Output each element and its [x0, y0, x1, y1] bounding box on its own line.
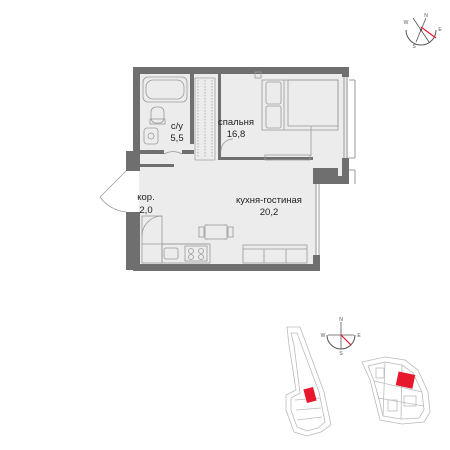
compass-top: N E S W [404, 13, 443, 50]
bedroom-area: 16,8 [227, 129, 246, 140]
walls [126, 67, 349, 271]
toilet [150, 106, 165, 124]
dining-table [204, 224, 228, 240]
compass-key-west: W [321, 333, 326, 339]
highlighted-unit-left [303, 386, 317, 404]
building-outline-right [361, 356, 431, 425]
compass-top-west: W [404, 20, 409, 26]
compass-key-south: S [339, 351, 343, 357]
dining-set [198, 224, 234, 240]
windows [315, 77, 356, 255]
apartment-plan: с/у 5,5 спальня 16,8 кор. 2,0 кухня-гост… [99, 67, 356, 271]
compass-top-north: N [424, 13, 428, 19]
bedroom-furniture [220, 71, 339, 161]
living-area: 20,2 [260, 207, 279, 218]
nightstand-1 [254, 71, 262, 79]
washbasin [143, 127, 159, 145]
compass-top-south: S [412, 44, 416, 50]
wardrobe [194, 77, 216, 161]
kitchen-units [141, 215, 211, 264]
corridor-name: кор. [137, 192, 154, 203]
compass-key-east: E [357, 333, 361, 339]
sink [163, 247, 179, 260]
bathtub [142, 76, 188, 103]
sofa [242, 244, 308, 264]
key-plan: N E S W [285, 317, 431, 437]
stove [184, 245, 208, 262]
living-name: кухня-гостиная [236, 195, 302, 206]
partitions [140, 74, 313, 167]
bathroom-area: 5,5 [170, 133, 183, 144]
entrance-door [99, 170, 127, 213]
bedroom-name: спальня [218, 117, 254, 128]
building-outline-left [285, 326, 332, 437]
compass-ring-icon [405, 29, 437, 46]
room-labels: с/у 5,5 спальня 16,8 кор. 2,0 кухня-гост… [137, 117, 302, 218]
compass-top-east: E [438, 27, 442, 33]
highlighted-unit-right [395, 371, 416, 389]
compass-key-north: N [339, 317, 343, 323]
compass-key-plan: N E S W [321, 317, 362, 357]
tv-unit [264, 154, 311, 161]
bathroom-name: с/у [171, 121, 183, 132]
corridor-area: 2,0 [139, 205, 152, 216]
bathroom-fixtures [142, 76, 188, 155]
kitchen-counter [141, 215, 163, 264]
